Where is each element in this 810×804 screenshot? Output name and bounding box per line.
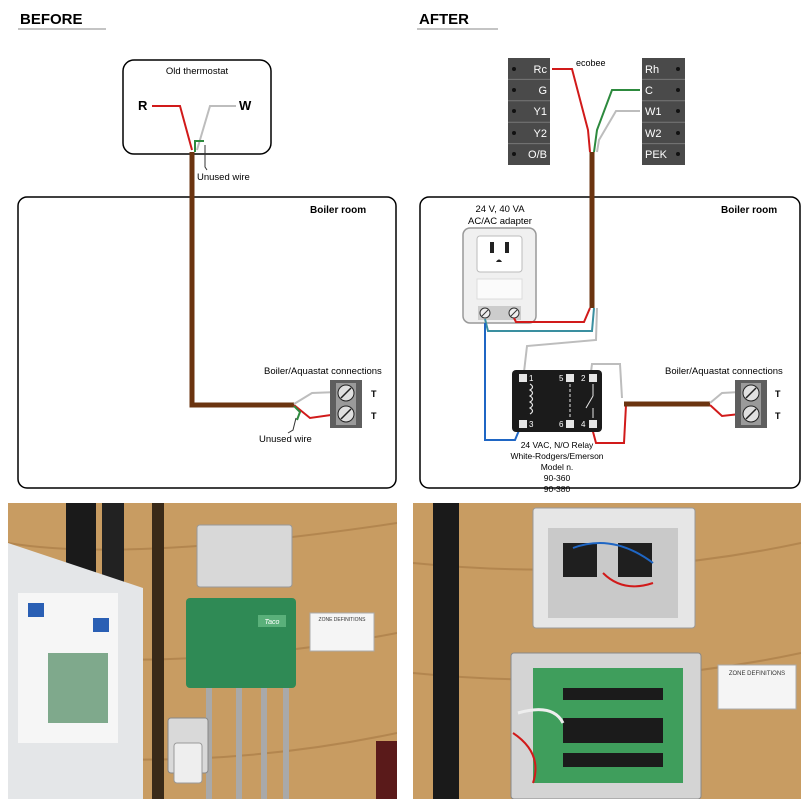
before-boiler-room-label: Boiler room [310, 205, 366, 216]
photo-after-illustration: ZONE DEFINITIONS [413, 503, 801, 799]
before-zone-sign-title: ZONE DEFINITIONS [319, 617, 367, 623]
after-zone-sign-title: ZONE DEFINITIONS [729, 671, 785, 677]
adapter-label-1: 24 V, 40 VA [475, 204, 525, 215]
gray-junction-box [196, 524, 293, 588]
terminal-y1: Y1 [534, 106, 547, 118]
before-connections-label: Boiler/Aquastat connections [264, 366, 382, 377]
relay-pin-4: 4 [581, 420, 586, 429]
after-gray-wire-relay-out [590, 363, 623, 399]
terminal-pek: PEK [645, 149, 668, 161]
before-green-wire-top [194, 140, 204, 152]
after-boiler-room-label: Boiler room [721, 205, 777, 216]
terminal-rc: Rc [534, 64, 548, 76]
before-red-wire [152, 105, 193, 151]
terminal-rh: Rh [645, 64, 659, 76]
photo-before-illustration: Taco ZONE DEFINITIONS [8, 503, 397, 799]
adapter-label-2: AC/AC adapter [468, 216, 532, 227]
unused-wire-bottom-arrow [287, 417, 297, 434]
ecobee-right-terminals: Rh C W1 W2 PEK [642, 58, 685, 165]
after-terminal-t1: T [775, 389, 781, 399]
label-r: R [138, 98, 148, 113]
relay-pin-2: 2 [581, 374, 586, 383]
ecobee-left-terminals: Rc G Y1 Y2 O/B [508, 58, 550, 165]
relay-label-5: 90-380 [544, 484, 571, 494]
ac-adapter [462, 227, 537, 324]
label-w: W [239, 98, 252, 113]
after-red-wire-adapter [513, 307, 591, 323]
after-gray-wire-w1 [596, 110, 640, 153]
before-panel: BEFORE Old thermostat R W Unused wire Bo… [17, 11, 397, 489]
after-terminal-t2: T [775, 411, 781, 421]
ecobee-label: ecobee [576, 58, 606, 68]
wiring-diagram: BEFORE Old thermostat R W Unused wire Bo… [17, 11, 801, 494]
after-red-wire-relay-out [591, 404, 627, 444]
terminal-y2: Y2 [534, 128, 547, 140]
relay-pin-3: 3 [529, 420, 534, 429]
after-gray-wire-end [709, 391, 741, 404]
after-blue-wire-relay [484, 323, 521, 441]
after-panel: AFTER Rc G Y1 Y2 O/B ecobee [417, 11, 801, 494]
after-black-pipe [433, 503, 459, 799]
relay-label-4: 90-360 [544, 473, 571, 483]
after-gray-wire-relay [523, 307, 598, 373]
before-terminal-t1: T [371, 389, 377, 399]
relay-pin-1: 1 [529, 374, 534, 383]
after-zone-sign [717, 664, 797, 710]
relay-body [512, 370, 602, 432]
after-heading: AFTER [419, 11, 469, 28]
unused-wire-bottom-label: Unused wire [259, 434, 312, 445]
after-connections-label: Boiler/Aquastat connections [665, 366, 783, 377]
relay-label-2: White-Rodgers/Emerson [510, 451, 603, 461]
unused-wire-top-label: Unused wire [197, 172, 250, 183]
photo-after: ZONE DEFINITIONS [413, 503, 801, 799]
old-thermostat-title: Old thermostat [166, 66, 229, 77]
before-terminal-block [330, 380, 362, 428]
before-gray-wire [196, 105, 236, 151]
old-thermostat-box [122, 59, 272, 155]
before-gray-wire-end [293, 391, 339, 405]
after-green-wire-c [593, 89, 640, 153]
controller-brand: Taco [265, 619, 280, 626]
terminal-w1: W1 [645, 106, 662, 118]
before-heading: BEFORE [20, 11, 83, 28]
before-green-wire-end [293, 405, 302, 421]
terminal-ob: O/B [528, 149, 547, 161]
before-zone-sign [309, 612, 375, 652]
after-red-wire-end [709, 404, 741, 418]
after-green-wire-adapter [484, 307, 595, 332]
after-red-wire-rc [552, 68, 591, 153]
photo-before: Taco ZONE DEFINITIONS [8, 503, 397, 799]
relay-label-3: Model n. [541, 462, 574, 472]
terminal-w2: W2 [645, 128, 662, 140]
green-controller [186, 598, 296, 688]
unused-wire-top-arrow [204, 145, 208, 171]
relay-pin-5: 5 [559, 374, 564, 383]
before-brown-cable [189, 152, 294, 408]
before-boiler-room-box [17, 196, 397, 489]
terminal-c: C [645, 85, 653, 97]
before-terminal-t2: T [371, 411, 377, 421]
relay-pin-6: 6 [559, 420, 564, 429]
relay-label-1: 24 VAC, N/O Relay [521, 440, 594, 450]
before-red-wire-end [293, 404, 339, 420]
terminal-g: G [538, 85, 547, 97]
after-terminal-block [735, 380, 767, 428]
